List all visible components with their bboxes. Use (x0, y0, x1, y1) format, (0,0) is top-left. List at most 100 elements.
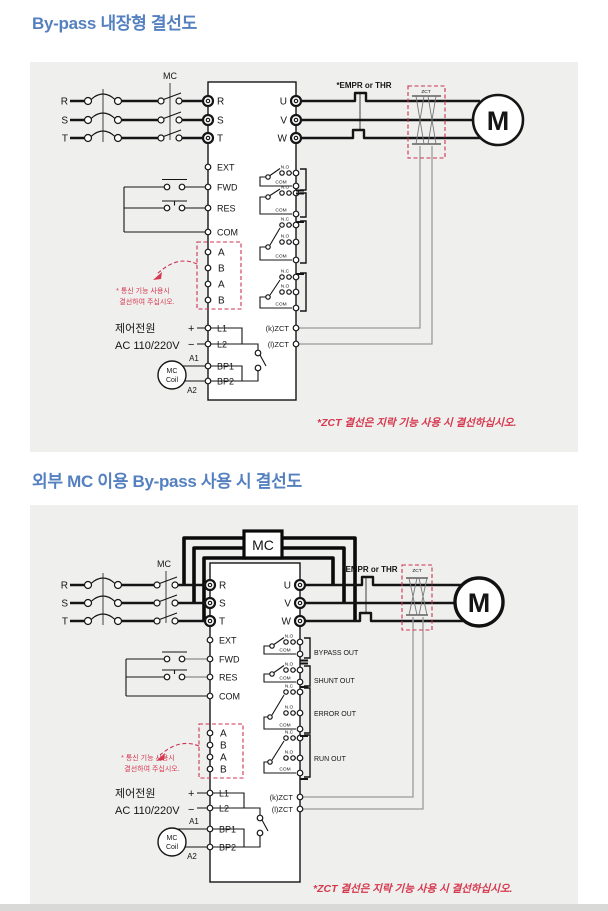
terminal-label-l2: L2 (217, 340, 227, 350)
mc-contactor-label: MC (157, 559, 171, 569)
lzct-label: (l)ZCT (268, 340, 290, 349)
lzct-label: (l)ZCT (272, 805, 294, 814)
plus-sign: + (188, 323, 194, 335)
terminal-label-l1: L1 (219, 789, 229, 799)
terminal-label-res: RES (219, 673, 238, 683)
kzct-label: (k)ZCT (270, 793, 294, 802)
terminal-label-t: T (217, 134, 223, 145)
relay3-com-label: COM (275, 254, 286, 260)
relay3-no-label: N.O (285, 705, 294, 711)
zct-terminals: (k)ZCT (l)ZCT (270, 793, 304, 814)
terminal-label-s: S (217, 116, 224, 127)
terminal-label-w: W (282, 617, 292, 628)
terminal-label-com: COM (219, 692, 240, 702)
plus-sign: + (188, 788, 194, 800)
diagram1-bypass-builtin: R S T MC *EMPR or THR ZCT M (61, 71, 525, 429)
motor-circle (453, 576, 505, 628)
output-section: *EMPR or THR ZCT M (299, 81, 525, 345)
terminal-label-v: V (284, 599, 291, 610)
relay2-com-label: COM (279, 676, 290, 682)
voltage-label: AC 110/220V (115, 340, 180, 352)
relay1-com-label: COM (275, 180, 286, 186)
terminal-label-a1: A (220, 729, 227, 740)
relay1-no-label: N.O (285, 634, 294, 640)
terminal-label-b1: B (220, 741, 227, 752)
relay4-nc-label: N.C (281, 269, 290, 275)
output-section: *EMPR or THR ZCT M (303, 564, 505, 810)
phase-label-r: R (61, 97, 68, 108)
terminal-label-u: U (284, 581, 291, 592)
kzct-label: (k)ZCT (266, 324, 290, 333)
terminal-label-bp2: BP2 (217, 377, 234, 387)
relay4-com-label: COM (279, 767, 290, 773)
relay3-com-label: COM (279, 723, 290, 729)
relay3-nc-label: N.C (285, 684, 294, 690)
input-phase-lines: R S T MC (61, 559, 205, 628)
terminal-label-fwd: FWD (219, 655, 240, 665)
relay3-output-label: ERROR OUT (314, 711, 357, 718)
voltage-label: AC 110/220V (115, 805, 180, 817)
a2-label: A2 (187, 852, 197, 861)
phase-label-s: S (61, 116, 68, 127)
power-terminals: R S T U V W (203, 578, 307, 628)
mc-coil-label-top: MC (167, 368, 178, 375)
diagram2-panel: MC R S T MC (30, 505, 578, 905)
terminal-label-r: R (217, 97, 224, 108)
empr-label: *EMPR or THR (336, 81, 391, 90)
relay4-no-label: N.O (285, 750, 294, 756)
control-power-label: 제어전원 (115, 322, 155, 335)
comm-terminals: A B A B * 통신 기능 사용시 결선하여 주십시오. (121, 723, 244, 779)
zct-terminals: (k)ZCT (l)ZCT (266, 324, 300, 349)
mc-contactor-label: MC (163, 71, 177, 81)
relay3-no-label: N.O (281, 234, 290, 240)
external-mc-label: MC (252, 537, 274, 553)
a2-label: A2 (187, 386, 197, 395)
minus-sign: − (188, 804, 194, 816)
motor-label: M (468, 588, 491, 618)
terminal-label-b2: B (220, 765, 227, 776)
terminal-label-fwd: FWD (217, 183, 238, 193)
relay4-nc-label: N.C (285, 730, 294, 736)
motor-label: M (487, 106, 510, 136)
zct-dashed-box (407, 85, 446, 159)
relay2-no-label: N.O (285, 662, 294, 668)
mc-coil-circle (157, 827, 187, 857)
zct-label: ZCT (412, 568, 421, 574)
terminal-label-ext: EXT (217, 163, 235, 173)
phase-label-t: T (62, 617, 68, 628)
comm-arrow (156, 260, 198, 275)
motor-circle (471, 93, 525, 147)
relay1-com-label: COM (279, 648, 290, 654)
mc-coil-label-top: MC (167, 835, 178, 842)
relay-contacts: N.O COM N.O COM N.C N.O COM N.C N.O COM … (263, 634, 359, 780)
section2-title: 외부 MC 이용 By-pass 사용 시 결선도 (32, 472, 302, 491)
terminal-label-bp2: BP2 (219, 843, 236, 853)
power-terminals: R S T U V W (201, 94, 303, 145)
comm-dashed-box (196, 241, 242, 310)
terminal-label-b2: B (218, 296, 225, 307)
zct-note-2: *ZCT 결선은 지락 기능 사용 시 결선하십시오. (313, 883, 513, 895)
relay4-com-label: COM (275, 302, 286, 308)
bottom-divider (0, 904, 608, 911)
section1-title: By-pass 내장형 결선도 (32, 14, 197, 33)
terminal-label-bp1: BP1 (219, 825, 236, 835)
relay-brackets (300, 168, 307, 312)
mc-coil-circle (157, 360, 187, 390)
relay2-no-label: N.O (281, 185, 290, 191)
zct-sense-wires (299, 146, 433, 345)
comm-note-line2: 결선하여 주십시오. (119, 297, 174, 306)
relay-contacts: N.O COM N.O COM N.C N.O COM N.C N.O COM (259, 165, 307, 312)
minus-sign: − (188, 339, 194, 351)
comm-arrowhead (156, 753, 165, 761)
diagram1-panel: R S T MC *EMPR or THR ZCT M (30, 62, 578, 452)
comm-note-line1: * 통신 기능 사용시 (116, 286, 170, 295)
terminal-label-b1: B (218, 264, 225, 275)
comm-dashed-box (198, 723, 244, 779)
terminal-label-a1: A (218, 248, 225, 259)
bypass-lines: MC (182, 529, 357, 621)
terminal-label-t: T (219, 617, 225, 628)
comm-arrowhead (153, 272, 162, 280)
terminal-label-ext: EXT (219, 636, 237, 646)
phase-label-r: R (61, 581, 68, 592)
